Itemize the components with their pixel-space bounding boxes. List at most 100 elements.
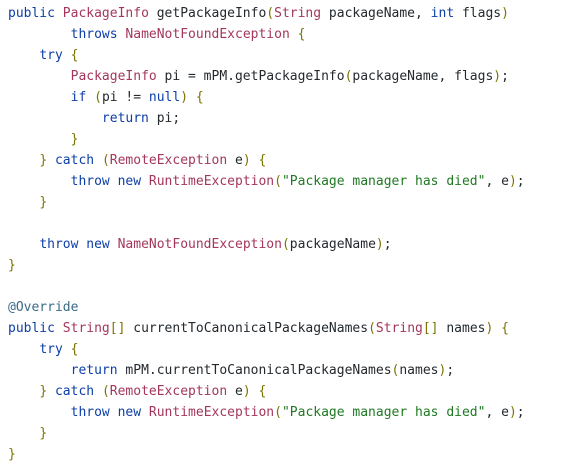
code-token: packageName, bbox=[321, 6, 431, 21]
code-token: ; bbox=[383, 237, 392, 252]
code-token: ; bbox=[501, 69, 509, 84]
code-token: return bbox=[70, 363, 118, 378]
code-token: throw bbox=[70, 405, 110, 420]
code-token: mPM.currentToCanonicalPackageNames bbox=[117, 363, 392, 378]
code-token bbox=[63, 48, 71, 63]
code-line: } catch (RemoteException e) { bbox=[8, 150, 587, 171]
code-token: } bbox=[70, 132, 79, 147]
code-line: } bbox=[8, 423, 587, 444]
code-token: ( bbox=[266, 6, 275, 21]
code-token: ) bbox=[438, 363, 447, 378]
code-token: names bbox=[399, 363, 439, 378]
code-token: getPackageInfo bbox=[148, 6, 267, 21]
code-token: ; bbox=[516, 174, 525, 189]
code-token bbox=[110, 237, 118, 252]
code-token bbox=[8, 342, 39, 357]
code-token: RemoteException bbox=[109, 384, 228, 399]
code-line: } bbox=[8, 255, 587, 276]
code-token: NameNotFoundException bbox=[117, 237, 282, 252]
code-token: ) bbox=[501, 6, 509, 21]
code-token: new bbox=[117, 405, 142, 420]
code-token: int bbox=[430, 6, 455, 21]
code-token bbox=[8, 384, 39, 399]
code-token: throw bbox=[70, 174, 110, 189]
code-line: try { bbox=[8, 45, 587, 66]
code-token bbox=[8, 27, 71, 42]
code-token: throw bbox=[39, 237, 79, 252]
code-token: NameNotFoundException bbox=[125, 27, 290, 42]
code-line bbox=[8, 213, 587, 234]
code-token: ) bbox=[180, 90, 189, 105]
code-token: e bbox=[227, 153, 243, 168]
code-token: } bbox=[8, 447, 16, 462]
code-token bbox=[8, 426, 39, 441]
code-line: public String[] currentToCanonicalPackag… bbox=[8, 318, 587, 339]
code-token: @Override bbox=[8, 300, 79, 315]
code-line: } catch (RemoteException e) { bbox=[8, 381, 587, 402]
code-token: ; bbox=[446, 363, 455, 378]
code-token bbox=[94, 384, 102, 399]
code-line: PackageInfo pi = mPM.getPackageInfo(pack… bbox=[8, 66, 587, 87]
code-token: RuntimeException bbox=[148, 405, 275, 420]
code-token bbox=[8, 69, 71, 84]
code-token: ( bbox=[368, 321, 376, 336]
code-token: ( bbox=[94, 90, 102, 105]
code-line: throw new RuntimeException("Package mana… bbox=[8, 402, 587, 423]
code-token: ( bbox=[274, 174, 282, 189]
code-token bbox=[141, 405, 149, 420]
code-token bbox=[8, 132, 71, 147]
code-token: ) bbox=[508, 174, 517, 189]
code-line: try { bbox=[8, 339, 587, 360]
code-token: try bbox=[39, 48, 63, 63]
code-token: String bbox=[274, 6, 322, 21]
code-token: public bbox=[8, 6, 55, 21]
code-token: "Package manager has died" bbox=[281, 174, 486, 189]
code-token: RemoteException bbox=[109, 153, 228, 168]
code-token bbox=[8, 405, 71, 420]
code-token: RuntimeException bbox=[148, 174, 275, 189]
code-token bbox=[63, 342, 71, 357]
code-token: ) bbox=[508, 405, 517, 420]
code-token: ) bbox=[242, 384, 251, 399]
code-token: String bbox=[62, 321, 110, 336]
code-token bbox=[55, 321, 63, 336]
code-line: public PackageInfo getPackageInfo(String… bbox=[8, 3, 587, 24]
code-token: e bbox=[227, 384, 243, 399]
code-token: { bbox=[70, 48, 79, 63]
code-token: pi != bbox=[101, 90, 149, 105]
code-token: { bbox=[297, 27, 306, 42]
code-token: try bbox=[39, 342, 63, 357]
code-token bbox=[47, 384, 55, 399]
code-token: { bbox=[258, 384, 267, 399]
code-token: { bbox=[258, 153, 267, 168]
code-token: , e bbox=[485, 174, 509, 189]
code-token: if bbox=[70, 90, 87, 105]
code-token: ) bbox=[485, 321, 494, 336]
code-token: currentToCanonicalPackageNames bbox=[125, 321, 369, 336]
code-token bbox=[94, 153, 102, 168]
code-token: ) bbox=[242, 153, 251, 168]
code-line: return mPM.currentToCanonicalPackageName… bbox=[8, 360, 587, 381]
code-token: { bbox=[195, 90, 204, 105]
code-token: "Package manager has died" bbox=[281, 405, 486, 420]
code-token bbox=[110, 174, 118, 189]
code-token: catch bbox=[54, 153, 95, 168]
code-token: } bbox=[39, 195, 48, 210]
code-token bbox=[8, 174, 71, 189]
code-token bbox=[8, 111, 102, 126]
code-line: if (pi != null) { bbox=[8, 87, 587, 108]
code-token: } bbox=[39, 384, 48, 399]
code-line: throw new RuntimeException("Package mana… bbox=[8, 171, 587, 192]
code-token: PackageInfo bbox=[70, 69, 157, 84]
code-token bbox=[86, 90, 94, 105]
code-token bbox=[8, 48, 39, 63]
code-token: ; bbox=[516, 405, 525, 420]
code-token: { bbox=[501, 321, 509, 336]
code-token: return bbox=[101, 111, 149, 126]
code-token: PackageInfo bbox=[62, 6, 149, 21]
code-token bbox=[290, 27, 298, 42]
code-line: @Override bbox=[8, 297, 587, 318]
code-token: public bbox=[8, 321, 55, 336]
code-line: } bbox=[8, 129, 587, 150]
